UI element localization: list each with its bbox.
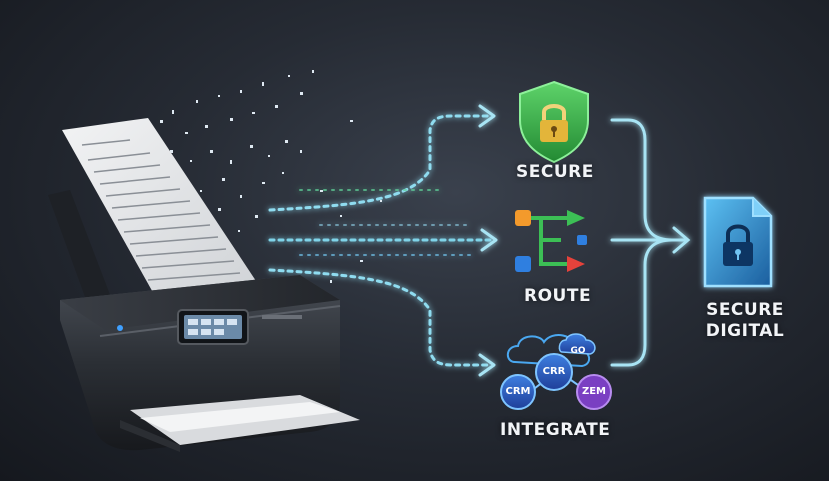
shield-lock-icon [519,80,589,164]
secure-digital-line1: SECURE [706,300,784,320]
paper-document [62,118,262,305]
secure-file-icon [703,196,773,288]
cloud-network-icon [500,333,612,410]
merge-lines [610,118,691,367]
secure-digital-line2: DIGITAL [705,321,785,341]
route-label: ROUTE [524,286,592,306]
secure-digital-label: SECURE DIGITAL [700,300,790,342]
flow-arrowheads [478,104,498,377]
crr-bubble-label: CRR [542,366,566,377]
route-flow-icon [515,210,587,272]
flow-lines [268,114,492,367]
zem-bubble-label: ZEM [581,386,607,397]
cloud-bubble-label: GO [570,346,586,356]
crm-bubble-label: CRM [505,386,531,397]
secure-label: SECURE [516,162,594,182]
integrate-label: INTEGRATE [500,420,611,440]
document-scanner [48,118,360,452]
